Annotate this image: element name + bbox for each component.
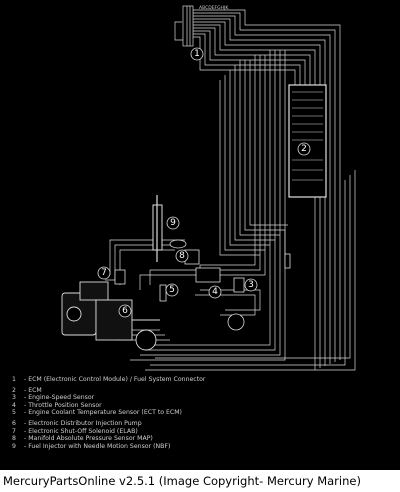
svg-text:2: 2 [301,144,307,154]
legend-item: 7- Electronic Shut-Off Solenoid (ELAB) [12,427,138,435]
ecm-module [288,84,327,198]
throttle-position-sensor [195,267,221,283]
engine-speed-sensor [227,313,245,331]
legend-item: 3- Engine-Speed Sensor [12,394,95,402]
callouts: 1 2 3 4 5 6 7 [97,47,311,318]
callout-5: 5 [165,283,179,297]
callout-9: 9 [166,216,180,230]
callout-2: 2 [297,142,311,156]
legend-item: 4- Throttle Position Sensor [12,401,102,409]
svg-text:4: 4 [212,287,218,297]
svg-text:6: 6 [122,306,128,316]
connector-pin-letters: ABCDEFGHJK [199,5,229,11]
svg-text:8: 8 [179,251,185,261]
legend: 1- ECM (Electronic Control Module) / Fue… [12,376,392,450]
callout-6: 6 [118,304,132,318]
callout-1: 1 [190,47,204,61]
svg-text:5: 5 [169,285,175,295]
legend-item: 8- Manifold Absolute Pressure Sensor MAP… [12,435,153,443]
coolant-temp-sensor [159,284,167,302]
legend-item: 5- Engine Coolant Temperature Sensor (EC… [12,409,182,417]
ecm-pins [292,91,323,181]
image-caption: MercuryPartsOnline v2.5.1 (Image Copyrig… [0,470,400,492]
ecm-connector [182,5,194,47]
callout-3: 3 [244,278,258,292]
legend-item: 9- Fuel Injector with Needle Motion Sens… [12,442,171,450]
legend-item: 2- ECM [12,386,42,394]
svg-text:1: 1 [194,49,200,59]
injection-pump [61,281,160,351]
svg-text:7: 7 [101,268,107,278]
svg-text:9: 9 [170,218,176,228]
callout-8: 8 [175,249,189,263]
callout-7: 7 [97,266,111,280]
wiring-diagram-graphic: 1 2 3 4 5 6 7 [61,5,356,371]
legend-item: 1- ECM (Electronic Control Module) / Fue… [12,376,206,383]
shutoff-solenoid [114,269,126,285]
callout-4: 4 [208,285,222,299]
wiring-diagram: 1 2 3 4 5 6 7 [0,0,400,470]
legend-item: 6- Electronic Distributor Injection Pump [12,419,142,427]
svg-text:3: 3 [248,280,254,290]
